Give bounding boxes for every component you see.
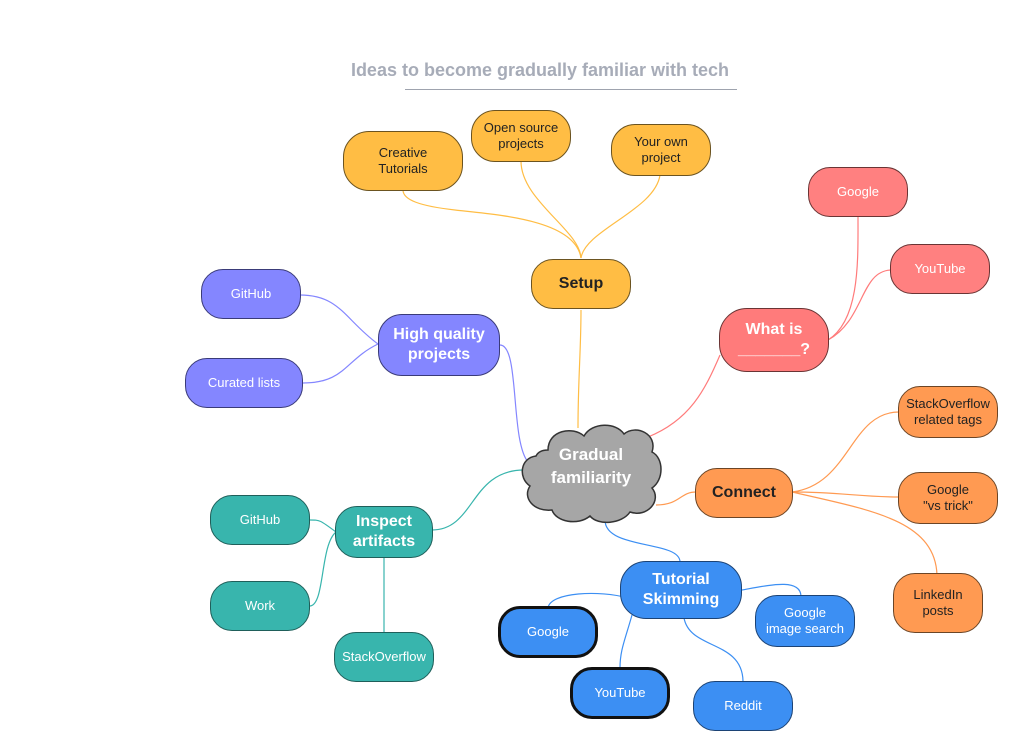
title-underline <box>405 89 737 90</box>
high-quality-child-github[interactable]: GitHub <box>201 269 301 319</box>
high-quality-child-curated-lists[interactable]: Curated lists <box>185 358 303 408</box>
link-hq-github <box>299 294 379 345</box>
link-center-setup <box>577 309 582 429</box>
cloud-shape <box>521 424 662 524</box>
what-is-line1: What is <box>745 321 803 338</box>
tutorial-node[interactable]: Tutorial Skimming <box>620 561 742 619</box>
inspect-child-work[interactable]: Work <box>210 581 310 631</box>
link-tutorial-google <box>547 592 629 609</box>
tutorial-child-google[interactable]: Google <box>498 606 598 658</box>
link-center-inspect <box>431 469 525 531</box>
inspect-line1: Inspect <box>355 513 412 530</box>
link-whatis-youtube <box>827 269 893 341</box>
what-is-line2: _______? <box>737 341 811 358</box>
central-topic-label: Gradual familiarity <box>518 444 664 490</box>
link-tutorial-youtube <box>619 614 633 669</box>
high-quality-line1: High quality <box>393 326 485 343</box>
link-inspect-github <box>309 519 337 533</box>
high-quality-line2: projects <box>407 346 471 363</box>
tutorial-line1: Tutorial <box>652 571 710 588</box>
link-hq-curated <box>302 343 379 384</box>
tutorial-child-youtube[interactable]: YouTube <box>570 667 670 719</box>
inspect-line2: artifacts <box>352 533 416 550</box>
connect-child-google-vs[interactable]: Google"vs trick" <box>898 472 998 524</box>
connect-child-label: Google"vs trick" <box>923 481 973 513</box>
link-connect-googlevs <box>791 491 900 498</box>
tutorial-line2: Skimming <box>642 591 720 608</box>
link-inspect-work <box>309 531 337 607</box>
what-is-child-google[interactable]: Google <box>808 167 908 217</box>
diagram-title: Ideas to become gradually familiar with … <box>350 60 730 80</box>
tutorial-child-reddit[interactable]: Reddit <box>693 681 793 731</box>
link-tutorial-googleimage <box>741 583 802 597</box>
link-center-hq <box>499 344 529 463</box>
link-connect-stackoverflow <box>791 411 900 493</box>
central-topic[interactable]: Gradual familiarity <box>518 420 664 526</box>
link-center-whatis <box>647 354 721 438</box>
connect-node[interactable]: Connect <box>695 468 793 518</box>
central-topic-line2: familiarity <box>550 467 632 487</box>
link-setup-opensource <box>520 159 582 259</box>
central-topic-line1: Gradual <box>558 445 624 464</box>
setup-node[interactable]: Setup <box>531 259 631 309</box>
what-is-child-youtube[interactable]: YouTube <box>890 244 990 294</box>
inspect-node[interactable]: Inspect artifacts <box>335 506 433 558</box>
link-setup-ownproject <box>580 174 661 259</box>
link-setup-creative <box>402 189 582 259</box>
inspect-child-github[interactable]: GitHub <box>210 495 310 545</box>
link-center-connect <box>655 491 697 506</box>
link-tutorial-reddit <box>683 617 744 682</box>
link-connect-linkedin <box>791 491 938 576</box>
link-whatis-google <box>827 216 859 341</box>
link-center-tutorial <box>604 519 681 563</box>
what-is-node[interactable]: What is _______? <box>719 308 829 372</box>
high-quality-node[interactable]: High quality projects <box>378 314 500 376</box>
inspect-child-stackoverflow[interactable]: StackOverflow <box>334 632 434 682</box>
